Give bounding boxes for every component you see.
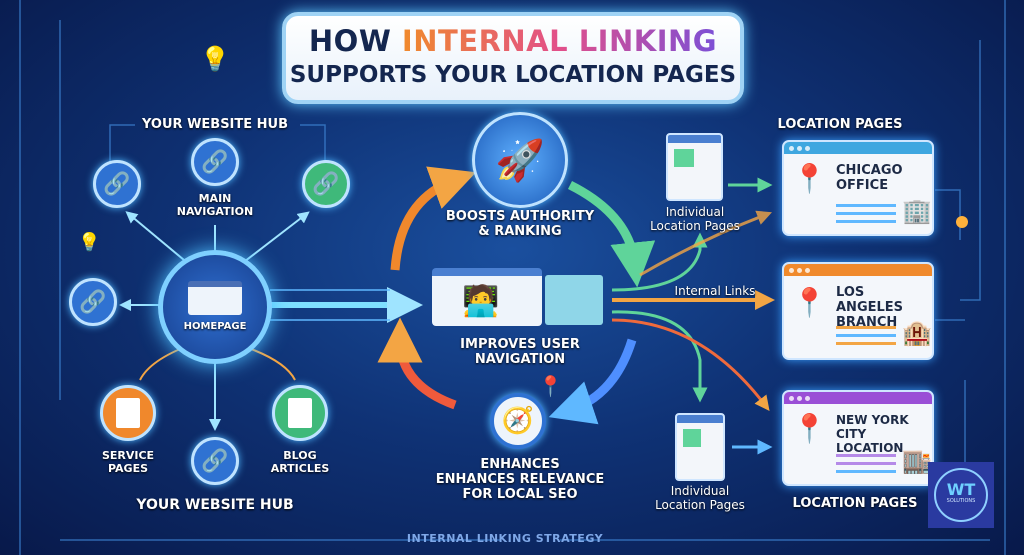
building-icon: 🏢	[902, 197, 932, 225]
blog-articles-icon	[272, 385, 328, 441]
lightbulb-icon: 💡	[200, 45, 230, 73]
link-icon: 🔗	[191, 138, 239, 186]
individual-location-pages-label: Individual Location Pages	[655, 484, 745, 512]
user-navigation-illustration: 🧑‍💻	[432, 268, 542, 326]
boosts-authority-label: BOOSTS AUTHORITY & RANKING	[445, 209, 595, 239]
enhances-relevance-label: ENHANCES ENHANCES RELEVANCE FOR LOCAL SE…	[435, 457, 605, 502]
homepage-node: HOMEPAGE	[158, 250, 272, 364]
service-pages-label: SERVICE PAGES	[101, 449, 155, 475]
internal-links-label: Internal Links	[674, 284, 756, 298]
rocket-icon: 🚀	[472, 112, 568, 208]
hub-title-bottom: YOUR WEBSITE HUB	[136, 497, 294, 513]
link-icon: 🔗	[69, 278, 117, 326]
map-pin-icon: 📍	[792, 162, 827, 195]
individual-location-page-icon	[666, 133, 723, 201]
link-icon: 🔗	[302, 160, 350, 208]
homepage-label: HOMEPAGE	[183, 321, 247, 333]
location-pin-icon: 📍	[538, 374, 563, 398]
map-pin-icon: 📍	[792, 286, 827, 319]
location-card-chicago[interactable]: 📍 CHICAGO OFFICE 🏢	[782, 140, 934, 236]
map-icon	[545, 275, 603, 325]
lightbulb-icon: 💡	[78, 232, 101, 253]
location-card-new-york[interactable]: 📍 NEW YORK CITY LOCATION 🏬	[782, 390, 934, 486]
title-line1: HOW INTERNAL LINKING	[308, 24, 718, 58]
wt-solutions-logo: WT SOLUTIONS	[928, 462, 994, 528]
link-icon: 🔗	[191, 437, 239, 485]
title-line2: SUPPORTS YOUR LOCATION PAGES	[289, 62, 737, 88]
compass-icon: 🧭	[490, 393, 546, 449]
blog-articles-label: BLOG ARTICLES	[270, 449, 330, 475]
individual-location-pages-label: Individual Location Pages	[650, 205, 740, 233]
improves-navigation-label: IMPROVES USER NAVIGATION	[460, 337, 580, 367]
location-card-los-angeles[interactable]: 📍 LOS ANGELES BRANCH 🏨	[782, 262, 934, 360]
service-pages-icon	[100, 385, 156, 441]
footer-label: INTERNAL LINKING STRATEGY	[406, 532, 604, 545]
location-pages-title-top: LOCATION PAGES	[777, 117, 903, 132]
building-icon: 🏬	[902, 447, 932, 475]
link-icon: 🔗	[93, 160, 141, 208]
browser-window-icon	[188, 281, 242, 316]
hub-title-top: YOUR WEBSITE HUB	[141, 117, 289, 132]
main-navigation-label: MAIN NAVIGATION	[176, 192, 254, 218]
individual-location-page-icon	[675, 413, 725, 481]
title-banner: HOW INTERNAL LINKING SUPPORTS YOUR LOCAT…	[282, 12, 744, 104]
building-icon: 🏨	[902, 319, 932, 347]
map-pin-icon: 📍	[792, 412, 827, 445]
location-pages-title-bottom: LOCATION PAGES	[792, 496, 918, 511]
